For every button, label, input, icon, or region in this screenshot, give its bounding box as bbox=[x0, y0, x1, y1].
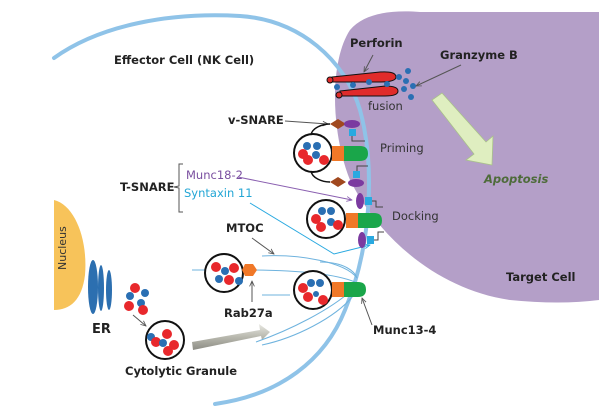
granule-rab27a bbox=[204, 253, 257, 293]
syntaxin-arrow bbox=[249, 202, 370, 255]
granzyme-arrow bbox=[416, 64, 462, 87]
apoptosis-label: Apoptosis bbox=[483, 172, 548, 186]
cytolytic-granule-label: Cytolytic Granule bbox=[125, 364, 237, 378]
v-snare-icon bbox=[330, 177, 346, 187]
er-icon bbox=[88, 260, 112, 314]
apoptosis-arrow bbox=[431, 92, 494, 166]
v-snare-arrow bbox=[284, 120, 328, 124]
rab27a-label: Rab27a bbox=[224, 306, 273, 320]
mtoc-arrow bbox=[251, 237, 274, 254]
perforin-arrow bbox=[364, 54, 374, 72]
syntaxin-icon bbox=[349, 129, 356, 136]
munc13-arrow bbox=[362, 298, 373, 326]
transport-arrow bbox=[192, 324, 270, 350]
nucleus-label: Nucleus bbox=[56, 226, 69, 270]
rab27a-icon bbox=[242, 264, 257, 276]
docking-label: Docking bbox=[392, 209, 439, 223]
syntaxin-icon bbox=[365, 197, 372, 205]
granule-munc13 bbox=[293, 270, 366, 310]
effector-cell-membrane bbox=[52, 13, 371, 406]
munc13-label: Munc13-4 bbox=[373, 323, 436, 337]
munc18-icon bbox=[344, 120, 360, 128]
perforin-label: Perforin bbox=[350, 36, 403, 50]
target-cell-label: Target Cell bbox=[506, 270, 575, 284]
effector-cell-label: Effector Cell (NK Cell) bbox=[114, 53, 254, 67]
mtoc-label: MTOC bbox=[226, 221, 264, 235]
t-snare-label: T-SNARE bbox=[120, 180, 175, 194]
munc18-label: Munc18-2 bbox=[186, 168, 243, 182]
perforin-icon bbox=[326, 71, 399, 99]
er-label: ER bbox=[92, 322, 111, 337]
munc18-arrow bbox=[237, 176, 352, 200]
t-snare-brace bbox=[173, 163, 183, 213]
syntaxin-icon bbox=[353, 171, 360, 178]
nucleus bbox=[54, 200, 86, 310]
assembly-arrow bbox=[132, 314, 146, 326]
syntaxin-label: Syntaxin 11 bbox=[184, 186, 253, 200]
munc18-icon bbox=[356, 193, 364, 209]
priming-label: Priming bbox=[380, 141, 424, 155]
granule-components bbox=[124, 283, 149, 315]
granule-priming bbox=[293, 119, 368, 187]
munc18-icon bbox=[348, 179, 364, 187]
v-snare-label: v-SNARE bbox=[228, 113, 284, 127]
granule-docking bbox=[306, 193, 384, 248]
granzyme-b-label: Granzyme B bbox=[440, 48, 518, 62]
cytolytic-granule bbox=[145, 320, 185, 360]
munc13-block bbox=[344, 282, 366, 297]
granzyme-b-icon bbox=[396, 68, 416, 100]
fusion-label: fusion bbox=[368, 99, 403, 113]
syntaxin-icon bbox=[367, 236, 374, 244]
munc18-icon bbox=[358, 232, 366, 248]
rab27a-block bbox=[332, 282, 344, 297]
v-snare-icon bbox=[330, 119, 346, 129]
target-cell bbox=[335, 11, 599, 303]
